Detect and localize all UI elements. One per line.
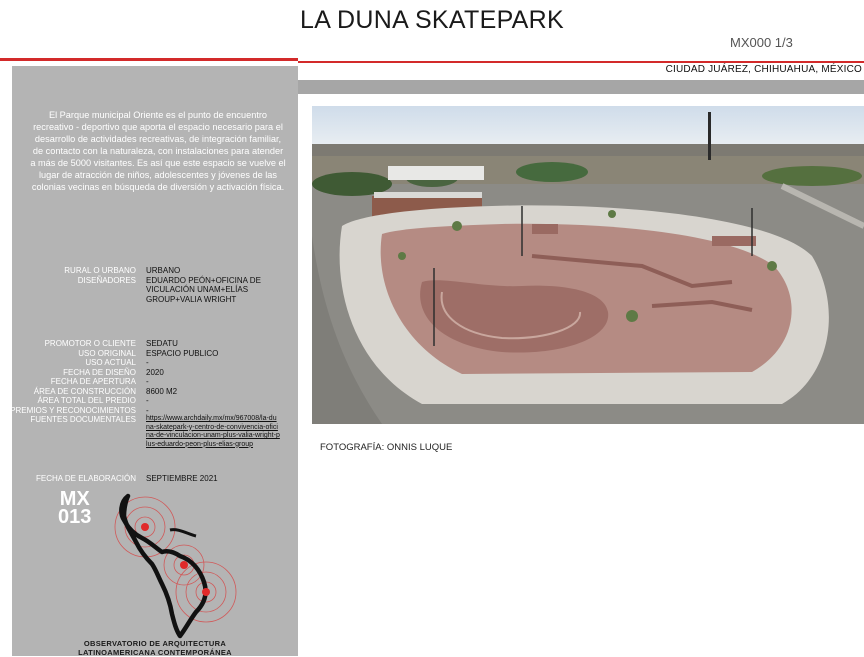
meta-label: PREMIOS Y RECONOCIMIENTOS <box>0 406 146 416</box>
meta-row: PREMIOS Y RECONOCIMIENTOS - <box>0 406 298 416</box>
meta-row-elaboration: FECHA DE ELABORACIÓN SEPTIEMBRE 2021 <box>0 474 298 484</box>
sheet-code: MX000 1/3 <box>730 35 793 50</box>
meta-label: FUENTES DOCUMENTALES <box>0 415 146 449</box>
meta-label: FECHA DE ELABORACIÓN <box>0 474 146 484</box>
gray-band <box>298 80 864 94</box>
meta-value: - <box>146 406 280 416</box>
target-rings <box>115 497 236 622</box>
meta-row: FECHA DE APERTURA - <box>0 377 298 387</box>
meta-value: - <box>146 396 280 406</box>
meta-row-rural: RURAL O URBANO URBANO <box>0 266 298 276</box>
meta-row: ÁREA TOTAL DEL PREDIO - <box>0 396 298 406</box>
meta-row: USO ACTUAL - <box>0 358 298 368</box>
meta-row-designers: DISEÑADORES EDUARDO PEÓN+OFICINA DE VICU… <box>0 276 298 305</box>
sky <box>312 106 864 146</box>
meta-label: USO ORIGINAL <box>0 349 146 359</box>
meta-value: 8600 M2 <box>146 387 280 397</box>
meta-label: DISEÑADORES <box>0 276 146 305</box>
mx-badge: MX 013 <box>58 490 91 526</box>
canopy-roof <box>388 166 484 180</box>
meta-label: ÁREA TOTAL DEL PREDIO <box>0 396 146 406</box>
red-rule-left <box>0 58 298 61</box>
photo-caption: FOTOGRAFÍA: ONNIS LUQUE <box>320 442 452 453</box>
meta-value: - <box>146 377 280 387</box>
source-link[interactable]: https://www.archdaily.mx/mx/967008/la-du… <box>146 415 280 449</box>
page-title: LA DUNA SKATEPARK <box>0 6 864 35</box>
location-label: CIUDAD JUÁREZ, CHIHUAHUA, MÉXICO <box>666 64 862 75</box>
observatorio-label: OBSERVATORIO DE ARQUITECTURA LATINOAMERI… <box>12 640 298 657</box>
meta-label: FECHA DE DISEÑO <box>0 368 146 378</box>
meta-row: USO ORIGINAL ESPACIO PUBLICO <box>0 349 298 359</box>
badge-line-2: 013 <box>58 508 91 526</box>
skatepark-photo <box>312 106 864 424</box>
meta-label: PROMOTOR O CLIENTE <box>0 339 146 349</box>
latin-america-map-logo <box>100 490 250 640</box>
meta-value: EDUARDO PEÓN+OFICINA DE VICULACIÓN UNAM+… <box>146 276 280 305</box>
continent-outline <box>121 496 205 636</box>
meta-label: ÁREA DE CONSTRUCCIÓN <box>0 387 146 397</box>
red-rule-right <box>298 61 864 63</box>
meta-label: RURAL O URBANO <box>0 266 146 276</box>
meta-value: URBANO <box>146 266 280 276</box>
meta-value: SEPTIEMBRE 2021 <box>146 474 280 484</box>
intro-text: El Parque municipal Oriente es el punto … <box>30 109 286 193</box>
meta-group-2: PROMOTOR O CLIENTE SEDATU USO ORIGINAL E… <box>0 339 298 449</box>
meta-row: FECHA DE DISEÑO 2020 <box>0 368 298 378</box>
meta-label: USO ACTUAL <box>0 358 146 368</box>
meta-row: ÁREA DE CONSTRUCCIÓN 8600 M2 <box>0 387 298 397</box>
meta-label: FECHA DE APERTURA <box>0 377 146 387</box>
meta-group-1: RURAL O URBANO URBANO DISEÑADORES EDUARD… <box>0 266 298 304</box>
meta-value: - <box>146 358 280 368</box>
meta-value: 2020 <box>146 368 280 378</box>
meta-value: ESPACIO PUBLICO <box>146 349 280 359</box>
meta-row-sources: FUENTES DOCUMENTALES https://www.archdai… <box>0 415 298 449</box>
meta-value: SEDATU <box>146 339 280 349</box>
meta-group-3: FECHA DE ELABORACIÓN SEPTIEMBRE 2021 <box>0 474 298 484</box>
meta-row: PROMOTOR O CLIENTE SEDATU <box>0 339 298 349</box>
light-tower <box>708 112 711 160</box>
